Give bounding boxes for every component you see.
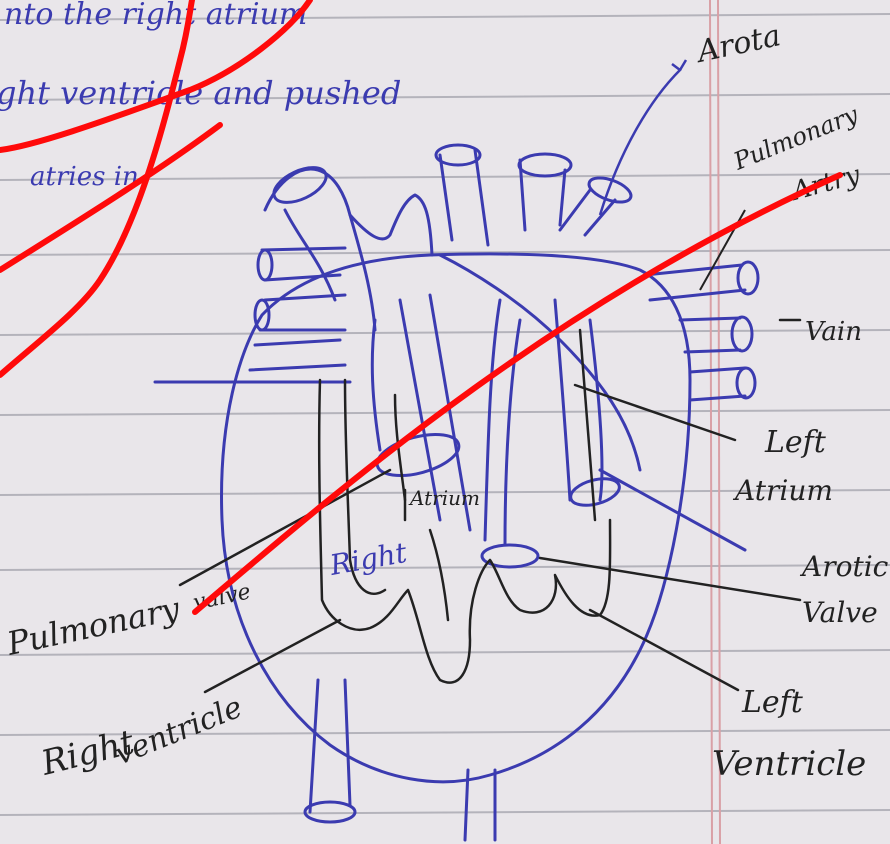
note-line-3: atries in: [30, 162, 139, 192]
label-vein: Vain: [805, 317, 862, 347]
note-line-2: ght ventricle and pushed: [0, 74, 401, 112]
label-left-ventricle-1: Left: [741, 685, 804, 720]
label-left-ventricle-2: Ventricle: [712, 744, 866, 784]
label-left-atrium-1: Left: [764, 425, 827, 460]
label-aortic-valve-1: Arotic: [799, 550, 889, 583]
label-aortic-valve-2: Valve: [802, 596, 878, 629]
label-right-ventricle-2: ventricle: [110, 690, 248, 773]
margin-line: [710, 0, 720, 844]
label-right-atrium-1: Right: [327, 536, 411, 582]
label-aorta: Arota: [691, 18, 783, 70]
label-right-atrium-2: Atrium: [408, 486, 480, 510]
note-line-1: nto the right atrium: [4, 0, 307, 32]
label-left-atrium-2: Atrium: [732, 474, 833, 507]
label-pulmonary-valve-1: Pulmonary: [3, 589, 184, 663]
aorta-leader: [600, 60, 686, 215]
